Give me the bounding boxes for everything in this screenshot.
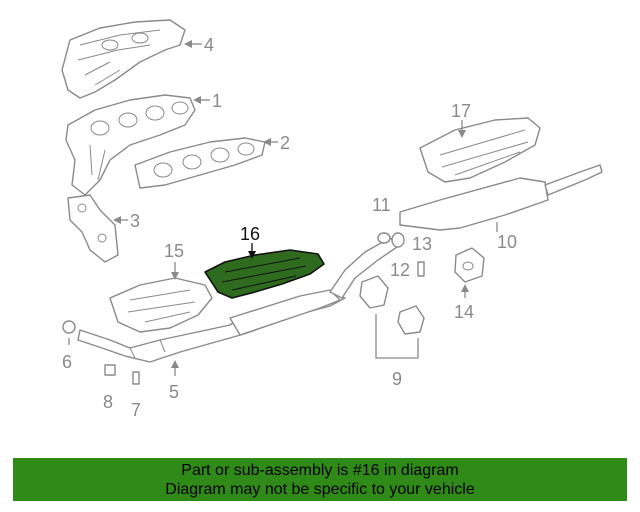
callout-4[interactable]: 4 <box>204 35 214 55</box>
part-2-manifold-gasket[interactable] <box>134 137 266 189</box>
part-13-bolt[interactable] <box>417 261 425 277</box>
part-7-bolt[interactable] <box>132 371 140 385</box>
part-12-gasket[interactable] <box>391 232 405 248</box>
callout-14[interactable]: 14 <box>454 302 474 322</box>
banner-line-1: Part or sub-assembly is #16 in diagram <box>181 461 459 479</box>
leader-9 <box>375 314 419 359</box>
part-15-heat-shield[interactable] <box>109 277 213 333</box>
info-banner: Part or sub-assembly is #16 in diagram D… <box>13 458 627 501</box>
callout-1[interactable]: 1 <box>212 91 222 111</box>
callout-16[interactable]: 16 <box>240 224 260 244</box>
callout-6[interactable]: 6 <box>62 352 72 372</box>
part-3-bracket[interactable] <box>67 194 119 263</box>
arrow-16 <box>248 251 256 259</box>
arrow-17 <box>458 130 466 138</box>
part-8-nut[interactable] <box>104 364 116 376</box>
arrow-4 <box>184 40 192 48</box>
arrow-2 <box>263 138 271 146</box>
callout-9[interactable]: 9 <box>392 369 402 389</box>
arrow-1 <box>193 96 201 104</box>
part-11-gasket[interactable] <box>377 232 391 244</box>
callout-8[interactable]: 8 <box>103 392 113 412</box>
callout-15[interactable]: 15 <box>164 241 184 261</box>
callout-17[interactable]: 17 <box>451 101 471 121</box>
part-16-heat-shield-highlighted[interactable] <box>204 249 325 299</box>
part-1-exhaust-manifold[interactable] <box>65 94 196 196</box>
arrow-14 <box>461 284 469 292</box>
callout-11[interactable]: 11 <box>372 195 391 215</box>
part-10-muffler[interactable] <box>399 164 603 231</box>
callout-7[interactable]: 7 <box>131 400 141 420</box>
part-6-gasket[interactable] <box>62 320 76 334</box>
arrow-15 <box>171 272 179 280</box>
callout-10[interactable]: 10 <box>497 232 517 252</box>
part-4-heat-shield[interactable] <box>61 19 186 99</box>
arrow-3 <box>113 216 121 224</box>
exhaust-parts-diagram: 4 1 2 3 15 16 <box>61 19 603 420</box>
part-14-hanger[interactable] <box>454 247 485 283</box>
banner-line-2: Diagram may not be specific to your vehi… <box>165 480 475 498</box>
part-9-hangers[interactable] <box>359 275 425 335</box>
part-17-heat-shield[interactable] <box>419 117 541 183</box>
callout-3[interactable]: 3 <box>130 211 140 231</box>
arrow-5 <box>171 360 179 368</box>
callout-12[interactable]: 12 <box>390 260 410 280</box>
callout-13[interactable]: 13 <box>412 234 432 254</box>
callout-2[interactable]: 2 <box>280 133 290 153</box>
callout-5[interactable]: 5 <box>169 382 179 402</box>
